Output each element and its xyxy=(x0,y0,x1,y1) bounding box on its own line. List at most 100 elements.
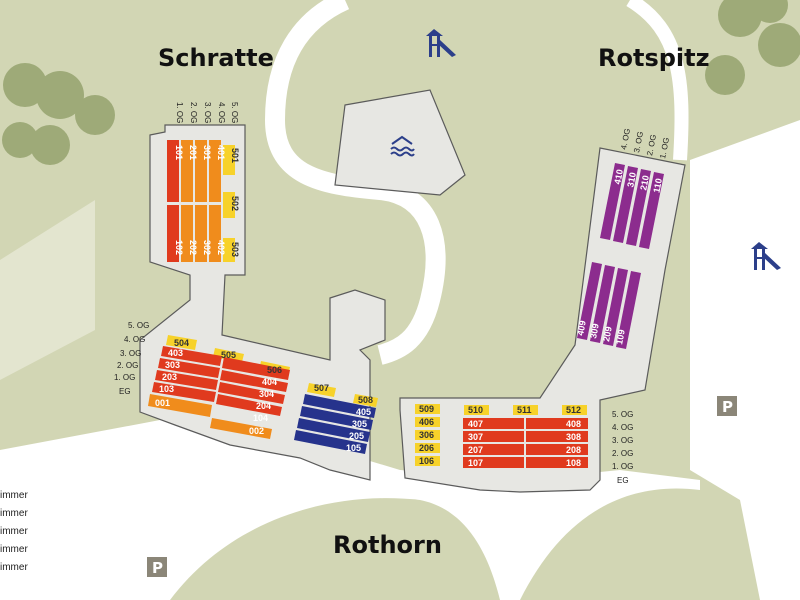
svg-text:107: 107 xyxy=(468,458,483,468)
svg-text:3. OG: 3. OG xyxy=(612,436,633,445)
svg-text:2. OG: 2. OG xyxy=(189,102,198,123)
svg-text:109: 109 xyxy=(614,329,627,346)
playground-slide-icon xyxy=(426,29,456,57)
legend-item: immer xyxy=(0,526,28,537)
svg-text:405: 405 xyxy=(356,407,371,417)
svg-text:2. OG: 2. OG xyxy=(117,361,138,370)
svg-text:5. OG: 5. OG xyxy=(128,321,149,330)
svg-text:EG: EG xyxy=(617,476,629,485)
schratte-wing-rooms: 101 201 301 401 501 502 102 202 302 402 … xyxy=(167,140,240,262)
schratte-row-rooms: 504 403 303 203 103 001 505 506 404 304 … xyxy=(148,335,290,439)
svg-text:205: 205 xyxy=(349,431,364,441)
svg-text:1. OG: 1. OG xyxy=(612,462,633,471)
swimming-pool-icon xyxy=(390,135,415,157)
svg-text:001: 001 xyxy=(155,398,170,408)
svg-text:110: 110 xyxy=(651,177,664,193)
svg-text:404: 404 xyxy=(262,377,277,387)
svg-text:108: 108 xyxy=(566,458,581,468)
svg-text:2. OG: 2. OG xyxy=(612,449,633,458)
svg-text:403: 403 xyxy=(168,348,183,358)
svg-text:002: 002 xyxy=(249,426,264,436)
svg-text:307: 307 xyxy=(468,432,483,442)
schratte-row-floor-labels: 5. OG 4. OG 3. OG 2. OG 1. OG EG xyxy=(114,321,149,396)
svg-text:303: 303 xyxy=(165,360,180,370)
svg-text:201: 201 xyxy=(188,145,198,160)
rotspitz-label: Rotspitz xyxy=(598,44,710,72)
svg-text:EG: EG xyxy=(119,387,131,396)
svg-text:409: 409 xyxy=(575,320,588,337)
svg-text:304: 304 xyxy=(259,389,274,399)
rothorn-label: Rothorn xyxy=(333,531,442,559)
svg-text:505: 505 xyxy=(221,350,236,360)
svg-text:2. OG: 2. OG xyxy=(645,134,658,157)
svg-text:512: 512 xyxy=(566,405,581,415)
svg-text:4. OG: 4. OG xyxy=(619,128,632,151)
svg-text:4. OG: 4. OG xyxy=(217,102,226,123)
svg-text:302: 302 xyxy=(202,240,212,255)
svg-text:506: 506 xyxy=(267,365,282,375)
svg-text:207: 207 xyxy=(468,445,483,455)
svg-text:406: 406 xyxy=(419,417,434,427)
svg-text:206: 206 xyxy=(419,443,434,453)
rotspitz-rooms: 410 310 210 110 409 309 209 109 xyxy=(575,163,664,349)
svg-text:509: 509 xyxy=(419,404,434,414)
svg-text:402: 402 xyxy=(216,240,226,255)
trees-left xyxy=(2,63,115,165)
schratte-label: Schratte xyxy=(158,44,274,72)
trees-right xyxy=(705,0,800,95)
path-right xyxy=(626,0,689,161)
svg-text:503: 503 xyxy=(230,242,240,257)
legend: immer immer immer immer immer xyxy=(0,490,28,573)
svg-text:202: 202 xyxy=(188,240,198,255)
field-left xyxy=(0,200,95,380)
svg-text:208: 208 xyxy=(566,445,581,455)
svg-text:408: 408 xyxy=(566,419,581,429)
svg-text:407: 407 xyxy=(468,419,483,429)
path-curve-top xyxy=(264,0,446,365)
svg-text:3. OG: 3. OG xyxy=(203,102,212,123)
road-right xyxy=(690,120,800,600)
pool-area xyxy=(334,89,466,196)
rothorn-rooms: 509 406 306 206 106 510 511 512 407 307 … xyxy=(415,404,588,468)
svg-text:203: 203 xyxy=(162,372,177,382)
svg-text:4. OG: 4. OG xyxy=(612,423,633,432)
svg-text:P: P xyxy=(722,398,733,416)
playground-slide-icon xyxy=(751,242,781,270)
schratte-wing-floor-labels: 5. OG 4. OG 3. OG 2. OG 1. OG xyxy=(175,102,239,123)
green-bottom xyxy=(170,498,500,600)
parking-sign-icon: P xyxy=(147,557,167,577)
svg-text:5. OG: 5. OG xyxy=(612,410,633,419)
svg-text:306: 306 xyxy=(419,430,434,440)
svg-text:P: P xyxy=(152,559,163,577)
svg-text:401: 401 xyxy=(216,145,226,160)
svg-text:310: 310 xyxy=(625,171,638,188)
svg-text:410: 410 xyxy=(612,168,625,185)
svg-text:501: 501 xyxy=(230,148,240,163)
parking-sign-icon: P xyxy=(717,396,737,416)
green-bottom-right xyxy=(520,488,740,600)
svg-text:101: 101 xyxy=(174,145,184,160)
svg-text:210: 210 xyxy=(638,174,651,191)
svg-text:502: 502 xyxy=(230,196,240,211)
legend-item: immer xyxy=(0,508,28,519)
svg-text:4. OG: 4. OG xyxy=(124,335,145,344)
svg-text:504: 504 xyxy=(174,338,189,348)
svg-text:305: 305 xyxy=(352,419,367,429)
svg-text:511: 511 xyxy=(517,405,532,415)
svg-text:510: 510 xyxy=(468,405,483,415)
svg-text:3. OG: 3. OG xyxy=(120,349,141,358)
svg-text:1. OG: 1. OG xyxy=(175,102,184,123)
svg-text:3. OG: 3. OG xyxy=(632,131,645,154)
svg-text:106: 106 xyxy=(419,456,434,466)
legend-item: immer xyxy=(0,544,28,555)
svg-text:103: 103 xyxy=(159,384,174,394)
svg-text:1. OG: 1. OG xyxy=(658,137,671,160)
legend-item: immer xyxy=(0,562,28,573)
svg-text:5. OG: 5. OG xyxy=(230,102,239,123)
svg-text:508: 508 xyxy=(358,395,373,405)
svg-text:209: 209 xyxy=(601,326,614,343)
svg-text:301: 301 xyxy=(202,145,212,160)
svg-text:102: 102 xyxy=(174,240,184,255)
svg-text:1. OG: 1. OG xyxy=(114,373,135,382)
